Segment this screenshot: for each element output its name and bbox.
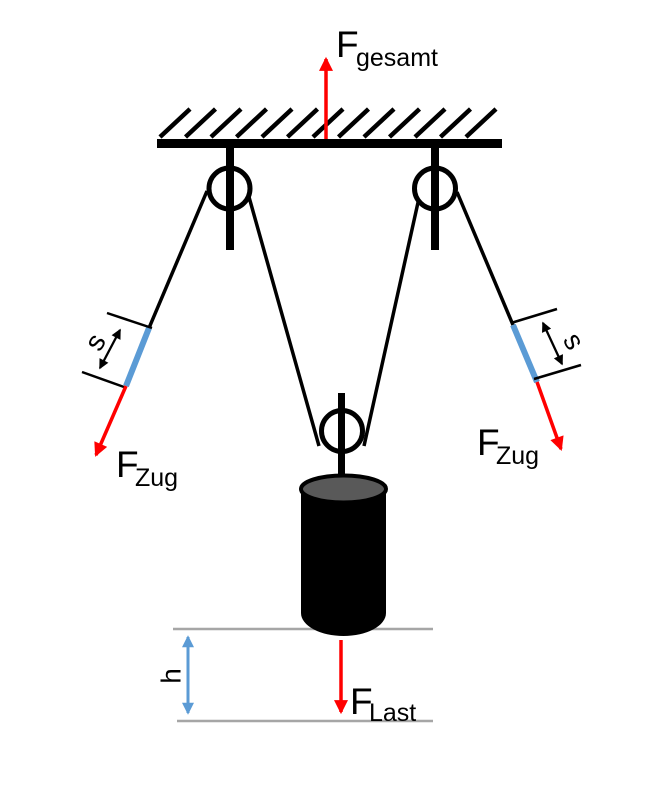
f-zug-right-arrow [535,381,564,451]
pulley-bottom-axle [338,393,345,485]
f-zug-right-label: F Zug [477,422,539,470]
f-gesamt-subscript: gesamt [356,44,438,72]
h-measure: h [156,635,194,715]
rope-right-outer [455,191,515,326]
pulley-right-support [431,147,439,250]
f-zug-right-subscript: Zug [496,442,539,470]
f-last-symbol: F [350,681,373,722]
ceiling-hatching [158,107,498,139]
f-last-subscript: Last [369,699,416,727]
f-zug-left-symbol: F [116,444,139,485]
s-label-left: s [78,328,112,356]
ceiling-bar [157,139,502,148]
f-gesamt-symbol: F [336,24,359,65]
load-cylinder [299,473,388,636]
f-zug-left-subscript: Zug [135,464,178,492]
f-gesamt-label: F gesamt [336,24,438,72]
rope-segment-s-left [123,326,152,388]
rope-right-inner [362,197,421,447]
rope [147,190,515,447]
rope-left-outer [147,190,209,329]
s-double-arrow-right [541,321,564,366]
pulley-right [412,147,458,250]
h-label: h [156,668,187,684]
s-double-arrow-left [98,328,122,370]
load-cylinder-body [301,489,386,636]
f-zug-left-label: F Zug [116,444,178,492]
ceiling [157,107,502,148]
load-cylinder-top [299,473,388,505]
s-tick-left-lower [81,370,125,389]
rope-segment-s-right [510,323,540,384]
s-tick-right-lower [533,363,582,381]
f-zug-left-arrow [94,385,128,457]
f-zug-right-symbol: F [477,422,500,463]
f-last-label: F Last [350,681,416,727]
pulley-left-support [226,147,234,250]
pulley-bottom [319,393,365,485]
pulley-left [206,147,253,250]
rope-left-inner [247,196,321,447]
s-label-right: s [557,327,591,355]
s-tick-left-upper [106,311,153,330]
s-tick-right-upper [510,307,558,325]
